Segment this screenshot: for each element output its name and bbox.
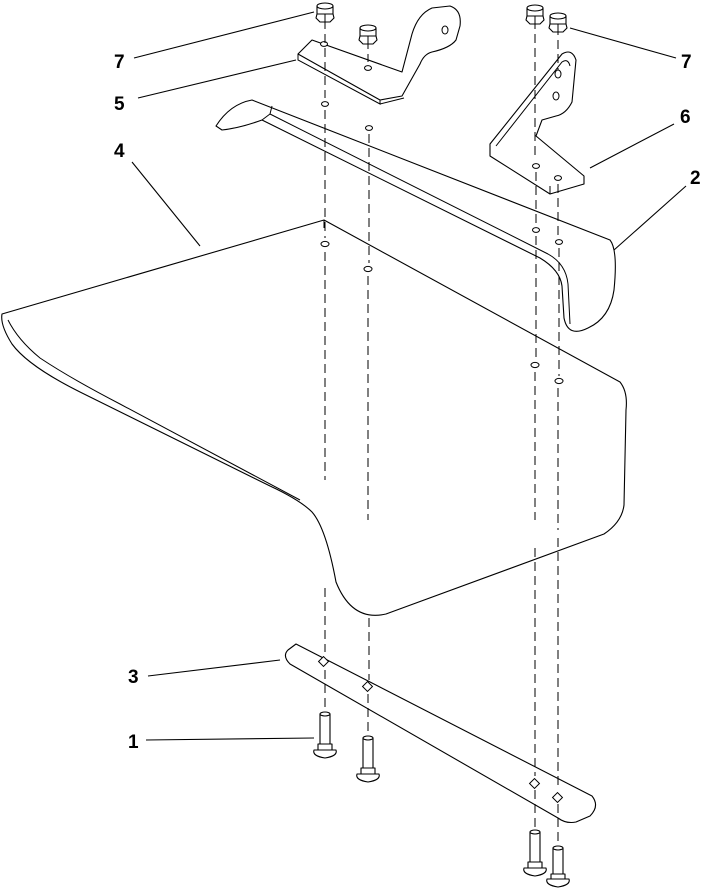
leader-1 xyxy=(145,737,315,741)
callout-3: 3 xyxy=(128,667,139,688)
part-7-nut-1 xyxy=(315,2,335,23)
leader-2 xyxy=(613,185,687,251)
bracket5-hole-1 xyxy=(320,41,328,47)
bar-hole-1 xyxy=(321,101,329,107)
plate-hole-2 xyxy=(363,265,373,273)
callout-2: 2 xyxy=(690,168,701,189)
bracket5-hole-2 xyxy=(364,65,372,71)
bracket5-hole-3 xyxy=(441,25,449,35)
part-7-nut-2 xyxy=(358,24,378,45)
callout-1: 1 xyxy=(128,732,139,753)
leader-5 xyxy=(137,59,297,99)
bracket6-hole-2 xyxy=(552,91,560,101)
leader-6 xyxy=(589,123,675,169)
part-4-deflector-plate xyxy=(1,219,627,616)
callout-6: 6 xyxy=(680,107,691,128)
part-1-bolt-1 xyxy=(313,711,337,759)
bar-hole-4 xyxy=(555,239,563,245)
bracket6-hole-4 xyxy=(554,175,562,181)
part-2-mounting-bar xyxy=(215,99,616,332)
part-1-bolt-4 xyxy=(546,845,570,888)
plate-hole-4 xyxy=(554,377,564,385)
part-3-bottom-strap xyxy=(284,643,597,824)
strap-hole-4 xyxy=(551,791,564,804)
callout-5: 5 xyxy=(114,94,125,115)
bracket6-hole-3 xyxy=(532,163,540,169)
leader-4 xyxy=(131,161,201,247)
part-5-left-bracket xyxy=(297,5,461,105)
part-7-nut-3 xyxy=(525,4,545,25)
callout-4: 4 xyxy=(114,141,125,162)
part-1-bolt-3 xyxy=(523,829,547,877)
part-1-bolt-2 xyxy=(356,735,380,783)
plate-hole-3 xyxy=(530,361,540,369)
callout-7-left: 7 xyxy=(114,52,125,73)
strap-hole-3 xyxy=(528,777,541,790)
bracket6-hole-1 xyxy=(554,69,562,79)
plate-hole-1 xyxy=(320,240,330,248)
leader-3 xyxy=(147,659,281,677)
leader-lines xyxy=(131,11,687,741)
strap-hole-2 xyxy=(361,680,374,693)
part-7-nut-4 xyxy=(548,12,568,33)
leader-7-left xyxy=(133,11,315,59)
strap-hole-1 xyxy=(317,655,330,668)
leader-7-right xyxy=(569,27,677,59)
part-6-right-bracket xyxy=(489,51,585,195)
bar-hole-2 xyxy=(365,125,373,131)
callout-7-right: 7 xyxy=(681,52,692,73)
bar-hole-3 xyxy=(532,227,540,233)
